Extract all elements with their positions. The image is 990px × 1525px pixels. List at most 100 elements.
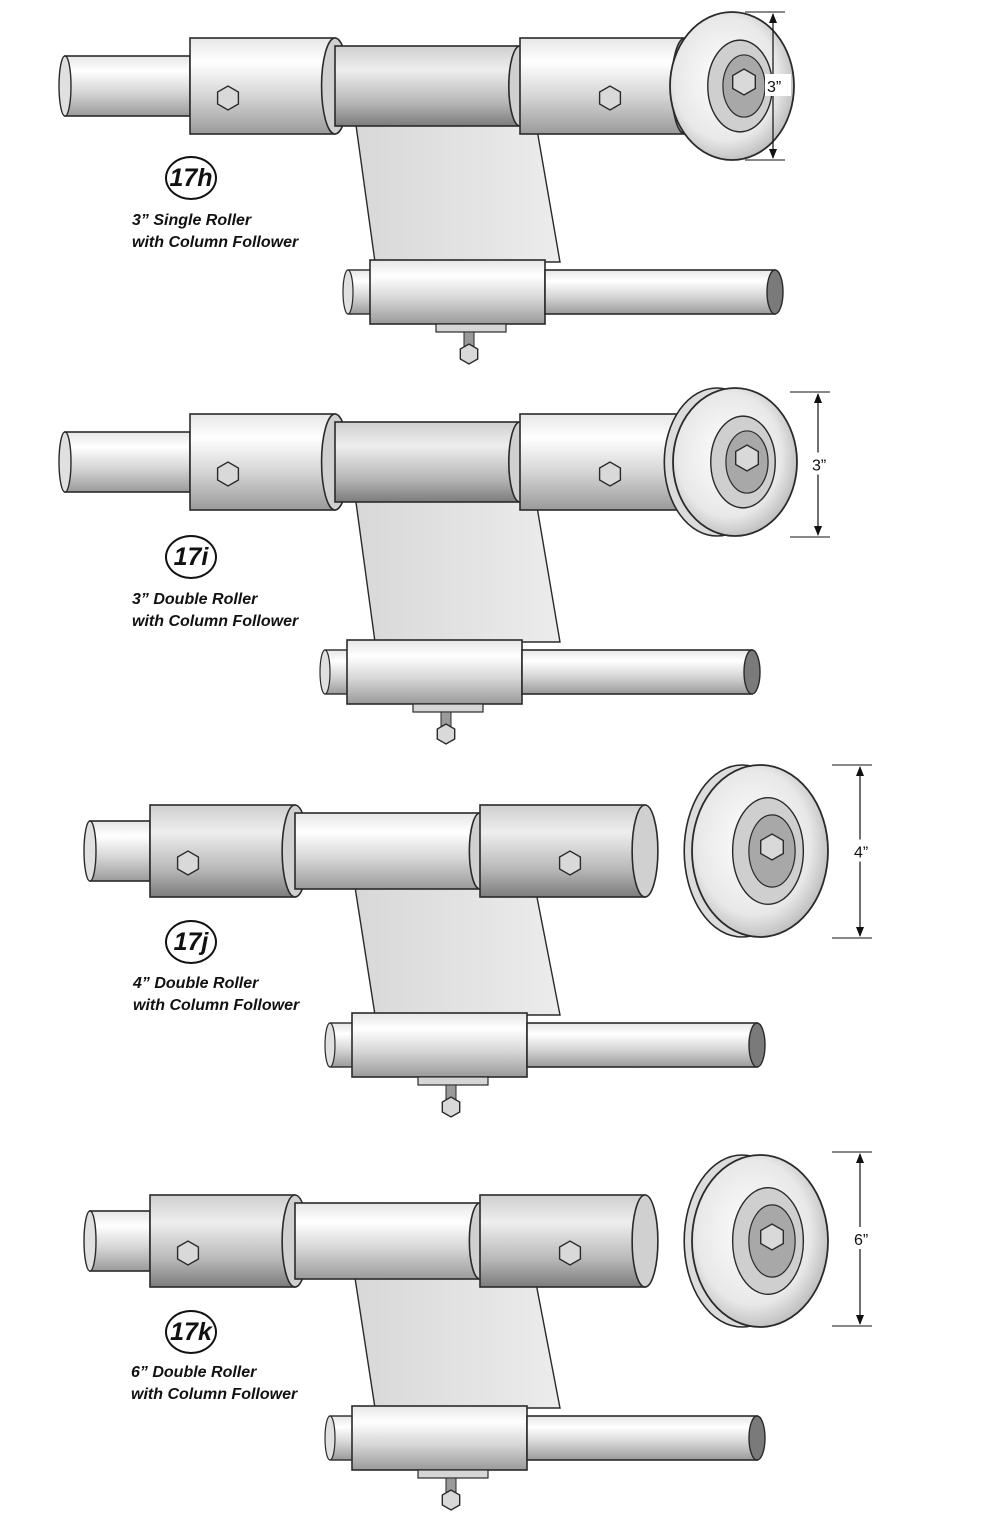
left-shaft-end bbox=[83, 820, 97, 882]
caption-line-1: 6” Double Roller bbox=[131, 1364, 257, 1381]
roller-dimension-label-bg bbox=[765, 74, 791, 96]
assembly-caption-17k: 6” Double Roller with Column Follower bbox=[131, 1362, 297, 1406]
right-sleeve bbox=[479, 1194, 659, 1288]
left-shaft bbox=[89, 1210, 151, 1272]
axle-nut bbox=[760, 1223, 784, 1251]
assembly-caption-17h: 3” Single Roller with Column Follower bbox=[132, 210, 298, 254]
left-sleeve bbox=[189, 37, 350, 135]
assembly-caption-17j: 4” Double Roller with Column Follower bbox=[133, 973, 299, 1017]
roller-wheel bbox=[683, 1154, 829, 1328]
caption-line-1: 4” Double Roller bbox=[133, 975, 259, 992]
left-sleeve bbox=[189, 413, 350, 511]
follower-rod-end bbox=[766, 269, 784, 315]
follower-nut-head bbox=[459, 343, 479, 365]
follower-rod bbox=[526, 1022, 758, 1068]
center-tube bbox=[294, 1202, 492, 1280]
follower-stub-end bbox=[324, 1022, 336, 1068]
roller-dimension: 3” bbox=[790, 391, 836, 538]
assembly-17k: 6” bbox=[83, 1151, 878, 1511]
left-set-bolt bbox=[176, 850, 200, 876]
roller-dimension-label: 3” bbox=[812, 458, 826, 475]
roller-wheel bbox=[669, 11, 795, 161]
caption-line-2: with Column Follower bbox=[132, 613, 299, 630]
follower-nut bbox=[459, 343, 479, 365]
follower-stub-end bbox=[319, 649, 331, 695]
roller-dimension-arrow-up bbox=[856, 1153, 864, 1163]
roller-dimension-arrow-up bbox=[814, 393, 822, 403]
caption-line-2: with Column Follower bbox=[133, 997, 300, 1014]
left-shaft-end bbox=[58, 431, 72, 493]
left-sleeve bbox=[149, 1194, 309, 1288]
right-set-bolt bbox=[558, 850, 582, 876]
right-sleeve bbox=[479, 804, 659, 898]
right-set-bolt-head bbox=[558, 1240, 582, 1266]
center-tube bbox=[294, 812, 492, 890]
axle-nut-head bbox=[760, 1223, 784, 1251]
follower-sleeve bbox=[346, 639, 523, 705]
follower-stub-end bbox=[342, 269, 354, 315]
column-follower bbox=[342, 259, 784, 365]
roller-dimension: 4” bbox=[832, 764, 878, 939]
left-shaft bbox=[64, 55, 191, 117]
follower-base-plate bbox=[412, 703, 484, 713]
right-sleeve-body bbox=[519, 413, 686, 511]
assembly-badge-17j: 17j bbox=[165, 920, 217, 964]
right-sleeve-body bbox=[519, 37, 686, 135]
column-follower bbox=[324, 1405, 766, 1511]
left-shaft-end bbox=[58, 55, 72, 117]
left-set-bolt bbox=[176, 1240, 200, 1266]
mounting-plate bbox=[354, 117, 561, 263]
left-set-bolt bbox=[216, 461, 240, 487]
roller-dimension-arrow-up bbox=[856, 766, 864, 776]
left-sleeve bbox=[149, 804, 309, 898]
left-sleeve-body bbox=[149, 1194, 296, 1288]
left-set-bolt-head bbox=[216, 461, 240, 487]
left-shaft bbox=[89, 820, 151, 882]
roller-dimension-label-bg bbox=[810, 452, 836, 475]
column-follower bbox=[319, 639, 761, 745]
follower-base-plate bbox=[435, 323, 507, 333]
assembly-badge-17h: 17h bbox=[165, 156, 217, 200]
roller-dimension-label: 4” bbox=[854, 845, 868, 862]
follower-nut-head bbox=[441, 1096, 461, 1118]
right-set-bolt bbox=[598, 85, 622, 111]
follower-base-plate bbox=[417, 1076, 489, 1086]
follower-nut bbox=[441, 1489, 461, 1511]
follower-sleeve bbox=[351, 1405, 528, 1471]
roller-dimension: 6” bbox=[832, 1151, 878, 1327]
right-set-bolt-head bbox=[558, 850, 582, 876]
follower-nut-head bbox=[441, 1489, 461, 1511]
follower-stub-end bbox=[324, 1415, 336, 1461]
left-sleeve-body bbox=[189, 37, 336, 135]
caption-line-1: 3” Double Roller bbox=[132, 591, 258, 608]
axle-nut-head bbox=[760, 833, 784, 861]
assembly-17i: 3” bbox=[58, 387, 836, 745]
follower-nut bbox=[436, 723, 456, 745]
assembly-badge-17k: 17k bbox=[165, 1310, 217, 1354]
follower-rod-end bbox=[743, 649, 761, 695]
left-shaft bbox=[64, 431, 191, 493]
left-set-bolt-head bbox=[176, 1240, 200, 1266]
assembly-17j: 4” bbox=[83, 764, 878, 1118]
caption-line-2: with Column Follower bbox=[132, 234, 299, 251]
center-tube-body bbox=[294, 1202, 481, 1280]
center-tube bbox=[334, 421, 532, 503]
follower-rod bbox=[526, 1415, 758, 1461]
follower-sleeve bbox=[369, 259, 546, 325]
follower-rod bbox=[544, 269, 776, 315]
follower-base-plate bbox=[417, 1469, 489, 1479]
roller-dimension-label: 3” bbox=[767, 79, 781, 96]
axle-nut bbox=[760, 833, 784, 861]
center-tube bbox=[334, 45, 532, 127]
left-shaft-end bbox=[83, 1210, 97, 1272]
center-tube-body bbox=[334, 421, 521, 503]
follower-rod-end bbox=[748, 1022, 766, 1068]
axle-nut bbox=[732, 68, 756, 96]
right-sleeve-end bbox=[631, 804, 659, 898]
roller-dimension-arrow-down bbox=[856, 1315, 864, 1325]
follower-sleeve bbox=[351, 1012, 528, 1078]
assembly-badge-17i: 17i bbox=[165, 535, 217, 579]
right-set-bolt-head bbox=[598, 85, 622, 111]
left-sleeve-body bbox=[149, 804, 296, 898]
